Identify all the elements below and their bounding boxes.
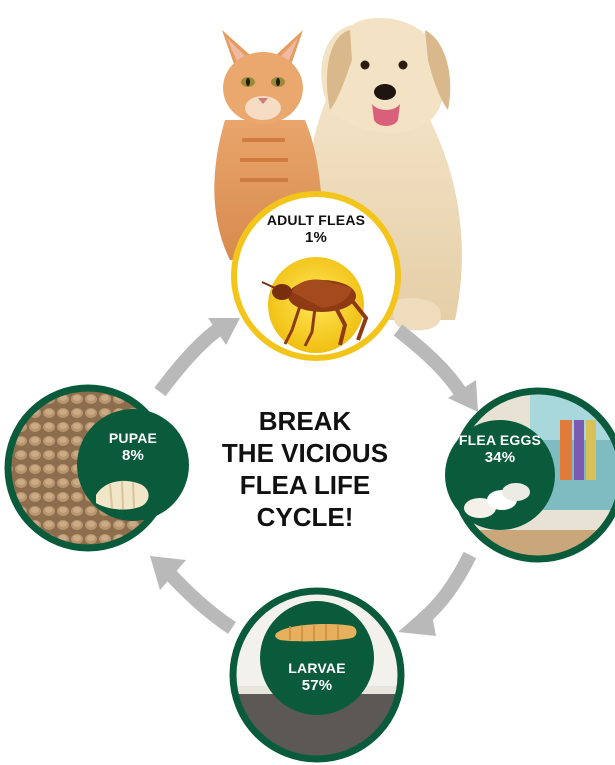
stage-eggs-percent: 34%	[484, 449, 516, 466]
stage-larvae-circle	[229, 587, 405, 763]
arrowhead-larvae	[398, 604, 436, 636]
pupa-icon	[96, 480, 149, 510]
stage-pupae-label: PUPAE 8%	[93, 430, 173, 465]
arrow-pupae-to-adult	[154, 322, 225, 397]
stage-adult-name: ADULT FLEAS	[266, 212, 366, 228]
stage-eggs-circle	[445, 387, 615, 563]
larva-icon	[275, 624, 357, 642]
stage-eggs-name: FLEA EGGS	[458, 432, 542, 448]
headline: BREAK THE VICIOUS FLEA LIFE CYCLE!	[190, 405, 420, 533]
stage-larvae-label: LARVAE 57%	[277, 660, 357, 695]
stage-larvae-name: LARVAE	[288, 660, 346, 676]
stage-eggs-label: FLEA EGGS 34%	[455, 432, 545, 467]
stage-pupae-circle	[4, 384, 189, 552]
eggs-icon	[464, 483, 530, 518]
headline-line-1: BREAK	[258, 406, 352, 436]
stage-pupae-percent: 8%	[121, 447, 145, 464]
stage-adult-label: ADULT FLEAS 1%	[256, 212, 376, 247]
stage-larvae-percent: 57%	[301, 677, 333, 694]
stage-adult-circle	[231, 191, 401, 361]
flea-icon	[261, 279, 369, 347]
arrowhead-pupae	[150, 556, 186, 590]
arrow-adult-to-eggs	[393, 324, 469, 399]
stage-adult-percent: 1%	[304, 229, 328, 246]
arrowhead-adult	[208, 318, 240, 345]
stage-pupae-name: PUPAE	[108, 430, 158, 446]
headline-line-2: THE VICIOUS	[221, 438, 389, 468]
headline-line-3: FLEA LIFE	[239, 470, 371, 500]
arrow-larvae-to-pupae	[162, 567, 236, 634]
arrowhead-eggs	[448, 380, 478, 412]
headline-line-4: CYCLE!	[256, 502, 354, 532]
